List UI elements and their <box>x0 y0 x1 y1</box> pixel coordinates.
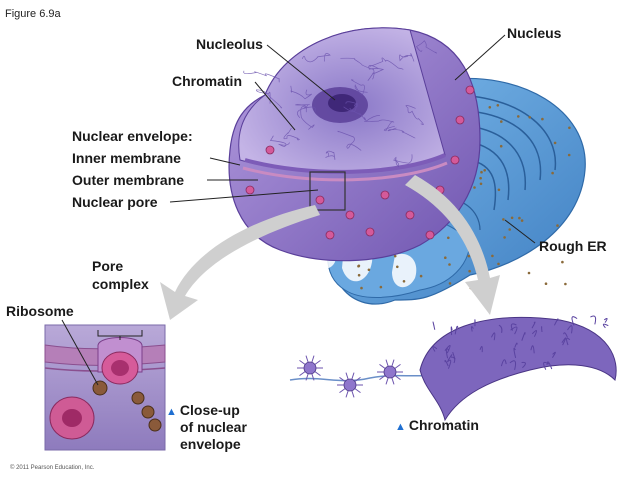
chromatin-fiber-loop <box>604 318 607 322</box>
er-ribosome-dot <box>489 106 492 109</box>
label-nuclear-pore: Nuclear pore <box>72 194 158 211</box>
er-ribosome-dot <box>551 172 554 175</box>
label-ribosome: Ribosome <box>6 303 74 320</box>
nuclear-pore-dot <box>316 196 324 204</box>
er-ribosome-dot <box>502 218 505 221</box>
er-ribosome-dot <box>511 217 514 220</box>
er-ribosome-dot <box>564 283 567 286</box>
label-chromatin: Chromatin <box>172 73 242 90</box>
histone-cluster <box>344 379 356 391</box>
er-ribosome-dot <box>380 286 383 289</box>
er-ribosome-dot <box>403 280 406 283</box>
er-ribosome-dot <box>491 255 494 258</box>
er-ribosome-dot <box>497 104 500 107</box>
histone-cluster <box>384 366 396 378</box>
er-ribosome-dot <box>503 236 506 239</box>
nuclear-pore-dot <box>426 231 434 239</box>
er-ribosome-dot <box>358 274 361 277</box>
er-ribosome-dot <box>357 265 360 268</box>
er-ribosome-dot <box>368 269 371 272</box>
er-ribosome-dot <box>479 177 482 180</box>
caption-closeup-line2: of nuclear <box>180 419 247 436</box>
nuclear-pore-dot <box>346 211 354 219</box>
label-nucleus: Nucleus <box>507 25 561 42</box>
er-ribosome-dot <box>480 183 483 186</box>
caption-closeup-line3: envelope <box>180 436 241 453</box>
er-ribosome-dot <box>498 189 501 192</box>
er-ribosome-dot <box>360 287 363 290</box>
label-inner-membrane: Inner membrane <box>72 150 181 167</box>
er-ribosome-dot <box>444 256 447 259</box>
er-ribosome-dot <box>500 145 503 148</box>
histone-cluster <box>304 362 316 374</box>
nuclear-pore-dot <box>381 191 389 199</box>
nuclear-pore-dot <box>451 156 459 164</box>
nuclear-pore-dot <box>406 211 414 219</box>
er-ribosome-dot <box>528 272 531 275</box>
er-ribosome-dot <box>554 142 557 145</box>
label-pore-complex-line2: complex <box>92 276 149 293</box>
er-ribosome-dot <box>517 115 520 118</box>
er-ribosome-dot <box>541 118 544 121</box>
er-ribosome-dot <box>396 266 399 269</box>
er-ribosome-dot <box>561 261 564 264</box>
er-ribosome-dot <box>497 263 500 266</box>
er-ribosome-dot <box>568 154 571 157</box>
er-ribosome-dot <box>473 186 476 189</box>
er-ribosome-dot <box>468 270 471 273</box>
er-ribosome-dot <box>420 275 423 278</box>
figure-label: Figure 6.9a <box>5 6 61 23</box>
er-ribosome-dot <box>508 228 511 231</box>
er-ribosome-dot <box>518 217 521 220</box>
er-ribosome-dot <box>447 237 450 240</box>
nuclear-pore-dot <box>456 116 464 124</box>
er-ribosome-dot <box>500 120 503 123</box>
er-ribosome-dot <box>568 127 571 130</box>
caption-marker-closeup: ▲ <box>166 406 177 418</box>
chromatin-fiber-loop <box>603 324 608 328</box>
label-nuclear-envelope: Nuclear envelope: <box>72 128 193 145</box>
nuclear-pore-dot <box>246 186 254 194</box>
er-ribosome-dot <box>521 219 524 222</box>
er-ribosome-dot <box>468 255 471 258</box>
er-ribosome-dot <box>556 224 559 227</box>
chromatin-fiber <box>290 316 616 420</box>
copyright-notice: © 2011 Pearson Education, Inc. <box>10 460 94 477</box>
nuclear-pore-dot <box>326 231 334 239</box>
er-ribosome-dot <box>448 263 451 266</box>
label-rough-er: Rough ER <box>539 238 607 255</box>
closeup-arrow <box>160 205 320 320</box>
label-outer-membrane: Outer membrane <box>72 172 184 189</box>
chromatin-fiber-loop <box>590 316 595 324</box>
er-ribosome-dot <box>528 116 531 119</box>
label-pore-complex-line1: Pore <box>92 258 123 275</box>
caption-marker-chromatin: ▲ <box>395 421 406 433</box>
nuclear-pore-dot <box>266 146 274 154</box>
caption-chromatin: ▲Chromatin <box>395 417 479 436</box>
er-ribosome-dot <box>483 169 486 172</box>
er-ribosome-dot <box>480 171 483 174</box>
closeup-envelope-panel <box>45 325 165 450</box>
nuclear-pore-dot <box>366 228 374 236</box>
nuclear-pore-dot <box>466 86 474 94</box>
label-nucleolus: Nucleolus <box>196 36 263 53</box>
er-ribosome-dot <box>449 282 452 285</box>
er-ribosome-dot <box>545 282 548 285</box>
chromatin-fiber-loop <box>433 322 435 330</box>
